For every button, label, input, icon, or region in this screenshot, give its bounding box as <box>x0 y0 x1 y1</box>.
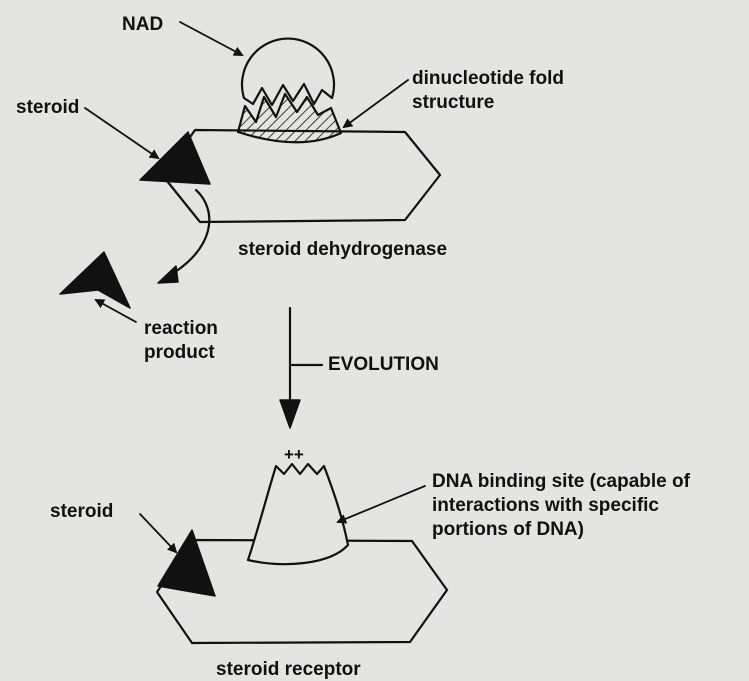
steroid-top-pointer <box>85 108 158 158</box>
reaction-product-label-line2: product <box>144 341 215 364</box>
dna-binding-site-label-line2: interactions with specific <box>432 494 659 517</box>
dinucleotide-fold-label-line1: dinucleotide fold <box>412 67 564 90</box>
dna-binding-site <box>248 464 348 564</box>
evolution-arrow-head <box>280 400 300 428</box>
evolution-label: EVOLUTION <box>328 353 439 376</box>
reaction-product-label-line1: reaction <box>144 317 218 340</box>
nad-pointer <box>180 22 242 55</box>
steroid-receptor-label: steroid receptor <box>216 658 361 681</box>
nad-label: NAD <box>122 13 163 36</box>
dna-binding-site-label-line1: DNA binding site (capable of <box>432 470 690 493</box>
steroid-top-label: steroid <box>16 96 79 119</box>
reaction-product-shape <box>60 252 130 308</box>
dna-site-pointer <box>338 486 425 522</box>
reaction-arrow-head <box>158 266 178 283</box>
fold-pointer <box>344 80 408 127</box>
charge-label: ++ <box>284 443 304 466</box>
dna-binding-site-label-line3: portions of DNA) <box>432 518 584 541</box>
steroid-bottom-pointer <box>140 514 176 552</box>
steroid-dehydrogenase-label: steroid dehydrogenase <box>238 238 447 261</box>
steroid-bottom-label: steroid <box>50 500 113 523</box>
nad-molecule <box>242 39 334 105</box>
dinucleotide-fold-label-line2: structure <box>412 91 494 114</box>
product-pointer <box>96 300 136 322</box>
